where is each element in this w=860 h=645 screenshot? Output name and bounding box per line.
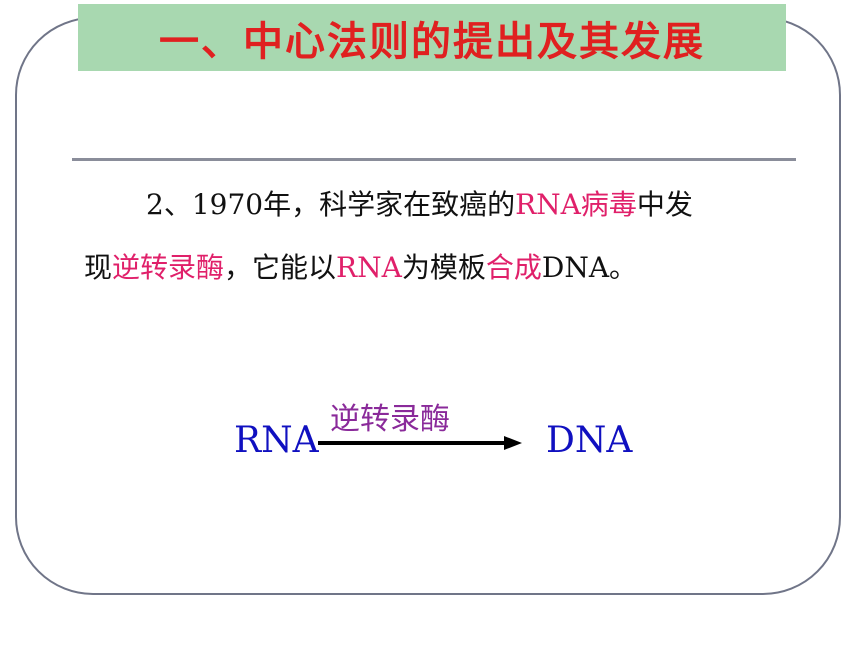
slide-frame (15, 17, 841, 595)
highlight-run: 合成 (485, 251, 542, 284)
highlight-run: RNA (336, 251, 402, 284)
paragraph-line-2: 现逆转录酶，它能以RNA为模板合成DNA。 (84, 246, 784, 286)
highlight-run: RNA病毒 (515, 188, 637, 221)
arrow-icon (318, 436, 522, 450)
text-run: 为模板 (401, 251, 486, 284)
text-run: 中发 (636, 188, 693, 221)
text-run: DNA。 (541, 251, 638, 284)
text-run: 现 (84, 251, 113, 284)
slide-title: 一、中心法则的提出及其发展 (159, 18, 705, 65)
highlight-run: 逆转录酶 (112, 251, 225, 284)
rna-node: RNA (234, 420, 319, 461)
title-banner: 一、中心法则的提出及其发展 (78, 4, 786, 71)
divider-line (72, 158, 796, 161)
enzyme-label: 逆转录酶 (330, 402, 450, 437)
text-run: 2、1970年，科学家在致癌的 (146, 188, 516, 221)
dna-node: DNA (546, 420, 633, 461)
paragraph-line-1: 2、1970年，科学家在致癌的RNA病毒中发 (84, 183, 846, 223)
text-run: ，它能以 (224, 251, 337, 284)
